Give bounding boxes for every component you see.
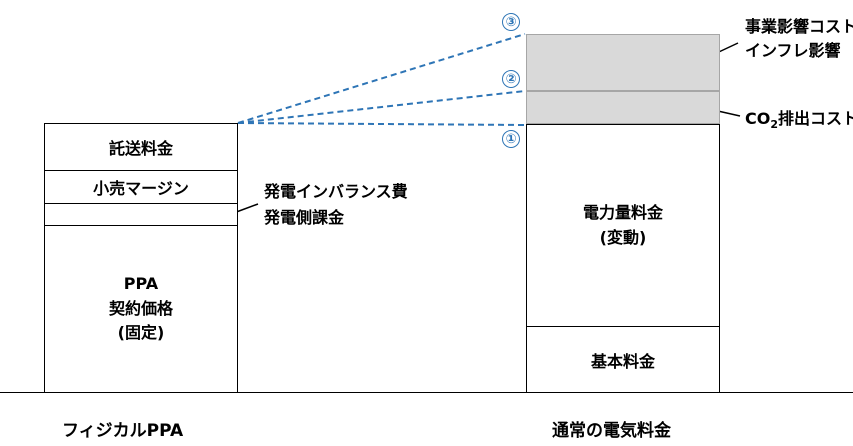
- impact-cost-block: [526, 34, 720, 91]
- ppa-price-line-1: PPA: [123, 273, 159, 293]
- co2-prefix: CO: [745, 109, 771, 128]
- ppa-price-line-2: 契約価格: [108, 298, 173, 318]
- co2-label: CO2排出コスト: [745, 105, 853, 131]
- imbalance-cell: [45, 204, 237, 226]
- normal-bill-caption: 通常の電気料金: [552, 421, 671, 441]
- retail-margin-label: 小売マージン: [93, 179, 189, 198]
- marker-1: ①: [502, 130, 520, 148]
- marker-3: ③: [502, 13, 520, 31]
- dash-line-2: [237, 90, 526, 124]
- baseline: [0, 392, 853, 393]
- usage-charge-cell: 電力量料金 (変動): [527, 125, 719, 327]
- usage-charge-line-2: (変動): [599, 227, 647, 247]
- normal-bill-stack: 電力量料金 (変動) 基本料金: [526, 124, 720, 393]
- physical-ppa-stack: 託送料金 小売マージン PPA 契約価格 (固定): [44, 123, 238, 393]
- co2-subscript: 2: [770, 118, 778, 132]
- imbalance-label-1: 発電インバランス費: [264, 182, 408, 201]
- transmission-fee-cell: 託送料金: [45, 124, 237, 171]
- transmission-fee-label: 託送料金: [108, 139, 173, 158]
- ppa-price-line-3: (固定): [117, 323, 165, 343]
- impact-label-2: インフレ影響: [745, 41, 841, 60]
- marker-2: ②: [502, 70, 520, 88]
- ppa-price-cell: PPA 契約価格 (固定): [45, 226, 237, 392]
- imbalance-label-2: 発電側課金: [264, 208, 345, 227]
- physical-ppa-caption: フィジカルPPA: [62, 421, 184, 441]
- impact-label-1: 事業影響コスト: [745, 17, 853, 36]
- base-charge-label: 基本料金: [590, 351, 655, 371]
- usage-charge-line-1: 電力量料金: [582, 202, 663, 222]
- dash-line-3: [237, 33, 526, 124]
- retail-margin-cell: 小売マージン: [45, 171, 237, 204]
- dash-line-1: [237, 122, 526, 126]
- co2-suffix: 排出コスト: [778, 109, 853, 128]
- co2-cost-block: [526, 91, 720, 124]
- base-charge-cell: 基本料金: [527, 327, 719, 392]
